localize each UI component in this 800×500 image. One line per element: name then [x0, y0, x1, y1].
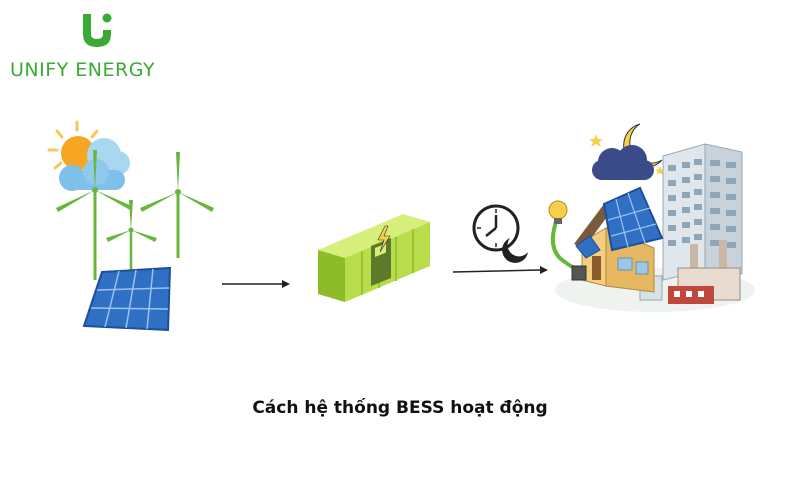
logo-name: UNIFY ENERGY: [10, 59, 156, 81]
moon-icon: [589, 123, 665, 180]
battery-storage: [318, 214, 430, 302]
factory-icon: [639, 240, 741, 304]
arrow-right-icon: [452, 266, 548, 274]
consumers: [548, 123, 755, 312]
logo-mark-icon: [83, 13, 112, 47]
cloud-icon: [59, 138, 130, 191]
building-icon: [662, 143, 743, 281]
solar-panel-icon: [82, 266, 172, 332]
sun-icon: [47, 120, 99, 170]
arrow-right-icon: [222, 280, 290, 288]
unify-energy-logo: UNIFY ENERGY: [6, 12, 186, 81]
renewable-sources: [47, 120, 214, 332]
wind-turbine-icon: [56, 150, 214, 280]
diagram-caption: Cách hệ thống BESS hoạt động: [252, 398, 548, 418]
house-icon: [571, 186, 664, 293]
clock-icon: [472, 204, 528, 263]
lightning-icon: [377, 225, 391, 253]
battery-rack-icon: [318, 214, 430, 302]
